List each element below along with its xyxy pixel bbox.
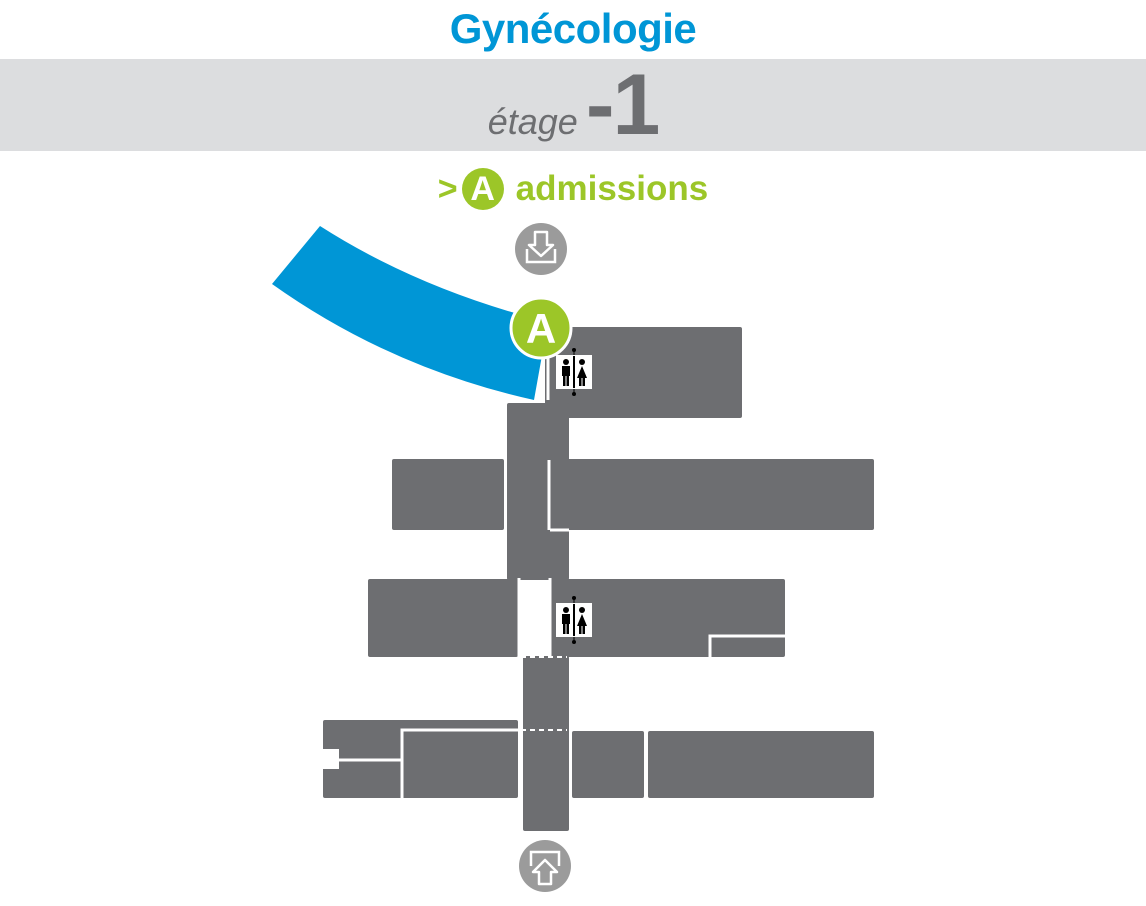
- chevron-right-icon: >: [437, 169, 458, 208]
- building-block: [368, 579, 518, 657]
- building-block: [648, 731, 874, 798]
- building-block: [323, 720, 518, 798]
- dashed-dividers: [521, 656, 567, 731]
- corridor-upper: [507, 403, 569, 580]
- restroom-icon: [556, 596, 592, 644]
- route-path: [272, 226, 548, 400]
- building-block: [545, 327, 742, 418]
- notch: [323, 749, 339, 769]
- floor-number: -1: [585, 57, 660, 153]
- building-blocks: [323, 327, 874, 831]
- building-block: [551, 459, 874, 530]
- admissions-badge: A: [461, 168, 504, 210]
- floor-label: étage: [487, 101, 578, 142]
- exit-icon: [519, 840, 571, 892]
- arrival-entrance-icon: [515, 223, 567, 275]
- building-block: [572, 731, 644, 798]
- restroom-icon: [556, 348, 592, 396]
- admissions-marker-letter: A: [526, 305, 556, 352]
- admissions-label: admissions: [515, 169, 709, 208]
- wall-outlines: [323, 327, 786, 798]
- building-block: [392, 459, 504, 530]
- admissions-marker: A: [509, 296, 573, 360]
- admissions-legend: > A admissions: [0, 164, 1146, 214]
- corridor-lower: [523, 656, 569, 831]
- floor-banner: étage -1: [0, 59, 1146, 151]
- page-title: Gynécologie: [449, 5, 697, 52]
